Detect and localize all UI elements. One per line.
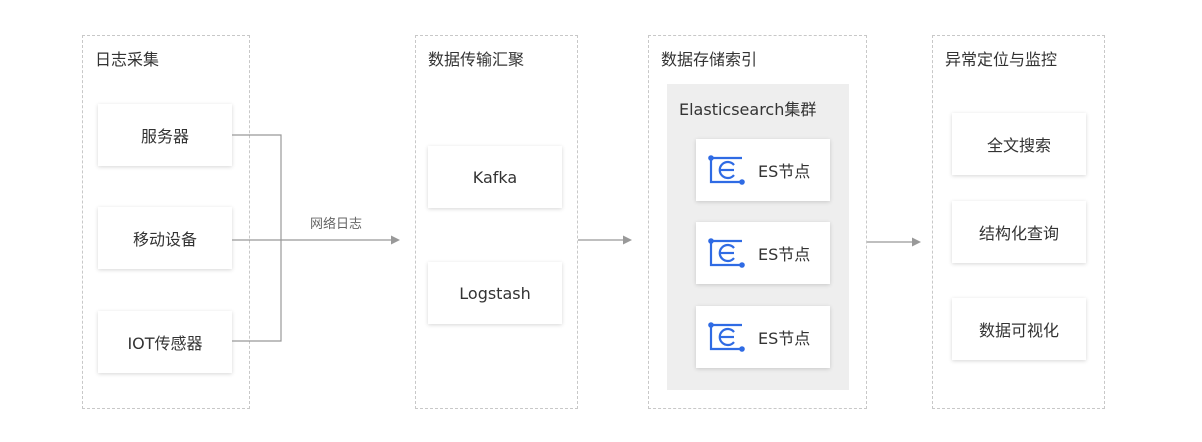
es-node-label: ES节点 xyxy=(758,329,811,348)
stage-monitoring: 异常定位与监控 xyxy=(932,35,1105,409)
es-node: ES节点 xyxy=(696,139,830,201)
edge-label-network-logs: 网络日志 xyxy=(310,217,363,232)
monitor-data-visualization: 数据可视化 xyxy=(952,298,1086,360)
es-node-label: ES节点 xyxy=(758,245,811,264)
es-node-label: ES节点 xyxy=(758,162,811,181)
transport-kafka: Kafka xyxy=(428,146,562,208)
stage-log-collection: 日志采集 xyxy=(82,35,250,409)
transport-logstash: Logstash xyxy=(428,262,562,324)
arrow-right-icon xyxy=(391,235,400,245)
es-node: ES节点 xyxy=(696,306,830,368)
source-iot-sensor: IOT传感器 xyxy=(98,311,232,373)
arrow-right-icon xyxy=(623,235,632,245)
monitor-structured-query: 结构化查询 xyxy=(952,201,1086,263)
cluster-title: Elasticsearch集群 xyxy=(679,100,817,119)
bracket-connector xyxy=(232,134,282,342)
monitor-full-text-search: 全文搜索 xyxy=(952,113,1086,175)
stage-title: 数据存储索引 xyxy=(661,50,758,69)
stage-title: 异常定位与监控 xyxy=(945,50,1058,69)
es-node: ES节点 xyxy=(696,222,830,284)
stage-data-storage: 数据存储索引 xyxy=(648,35,867,409)
stage-data-transport: 数据传输汇聚 xyxy=(415,35,578,409)
source-server: 服务器 xyxy=(98,104,232,166)
stage-title: 日志采集 xyxy=(95,50,160,69)
source-mobile-device: 移动设备 xyxy=(98,207,232,269)
elasticsearch-node-icon xyxy=(708,238,745,268)
elasticsearch-node-icon xyxy=(708,322,745,352)
arrow-right-icon xyxy=(912,237,921,247)
elasticsearch-node-icon xyxy=(708,155,745,185)
stage-title: 数据传输汇聚 xyxy=(428,50,525,69)
